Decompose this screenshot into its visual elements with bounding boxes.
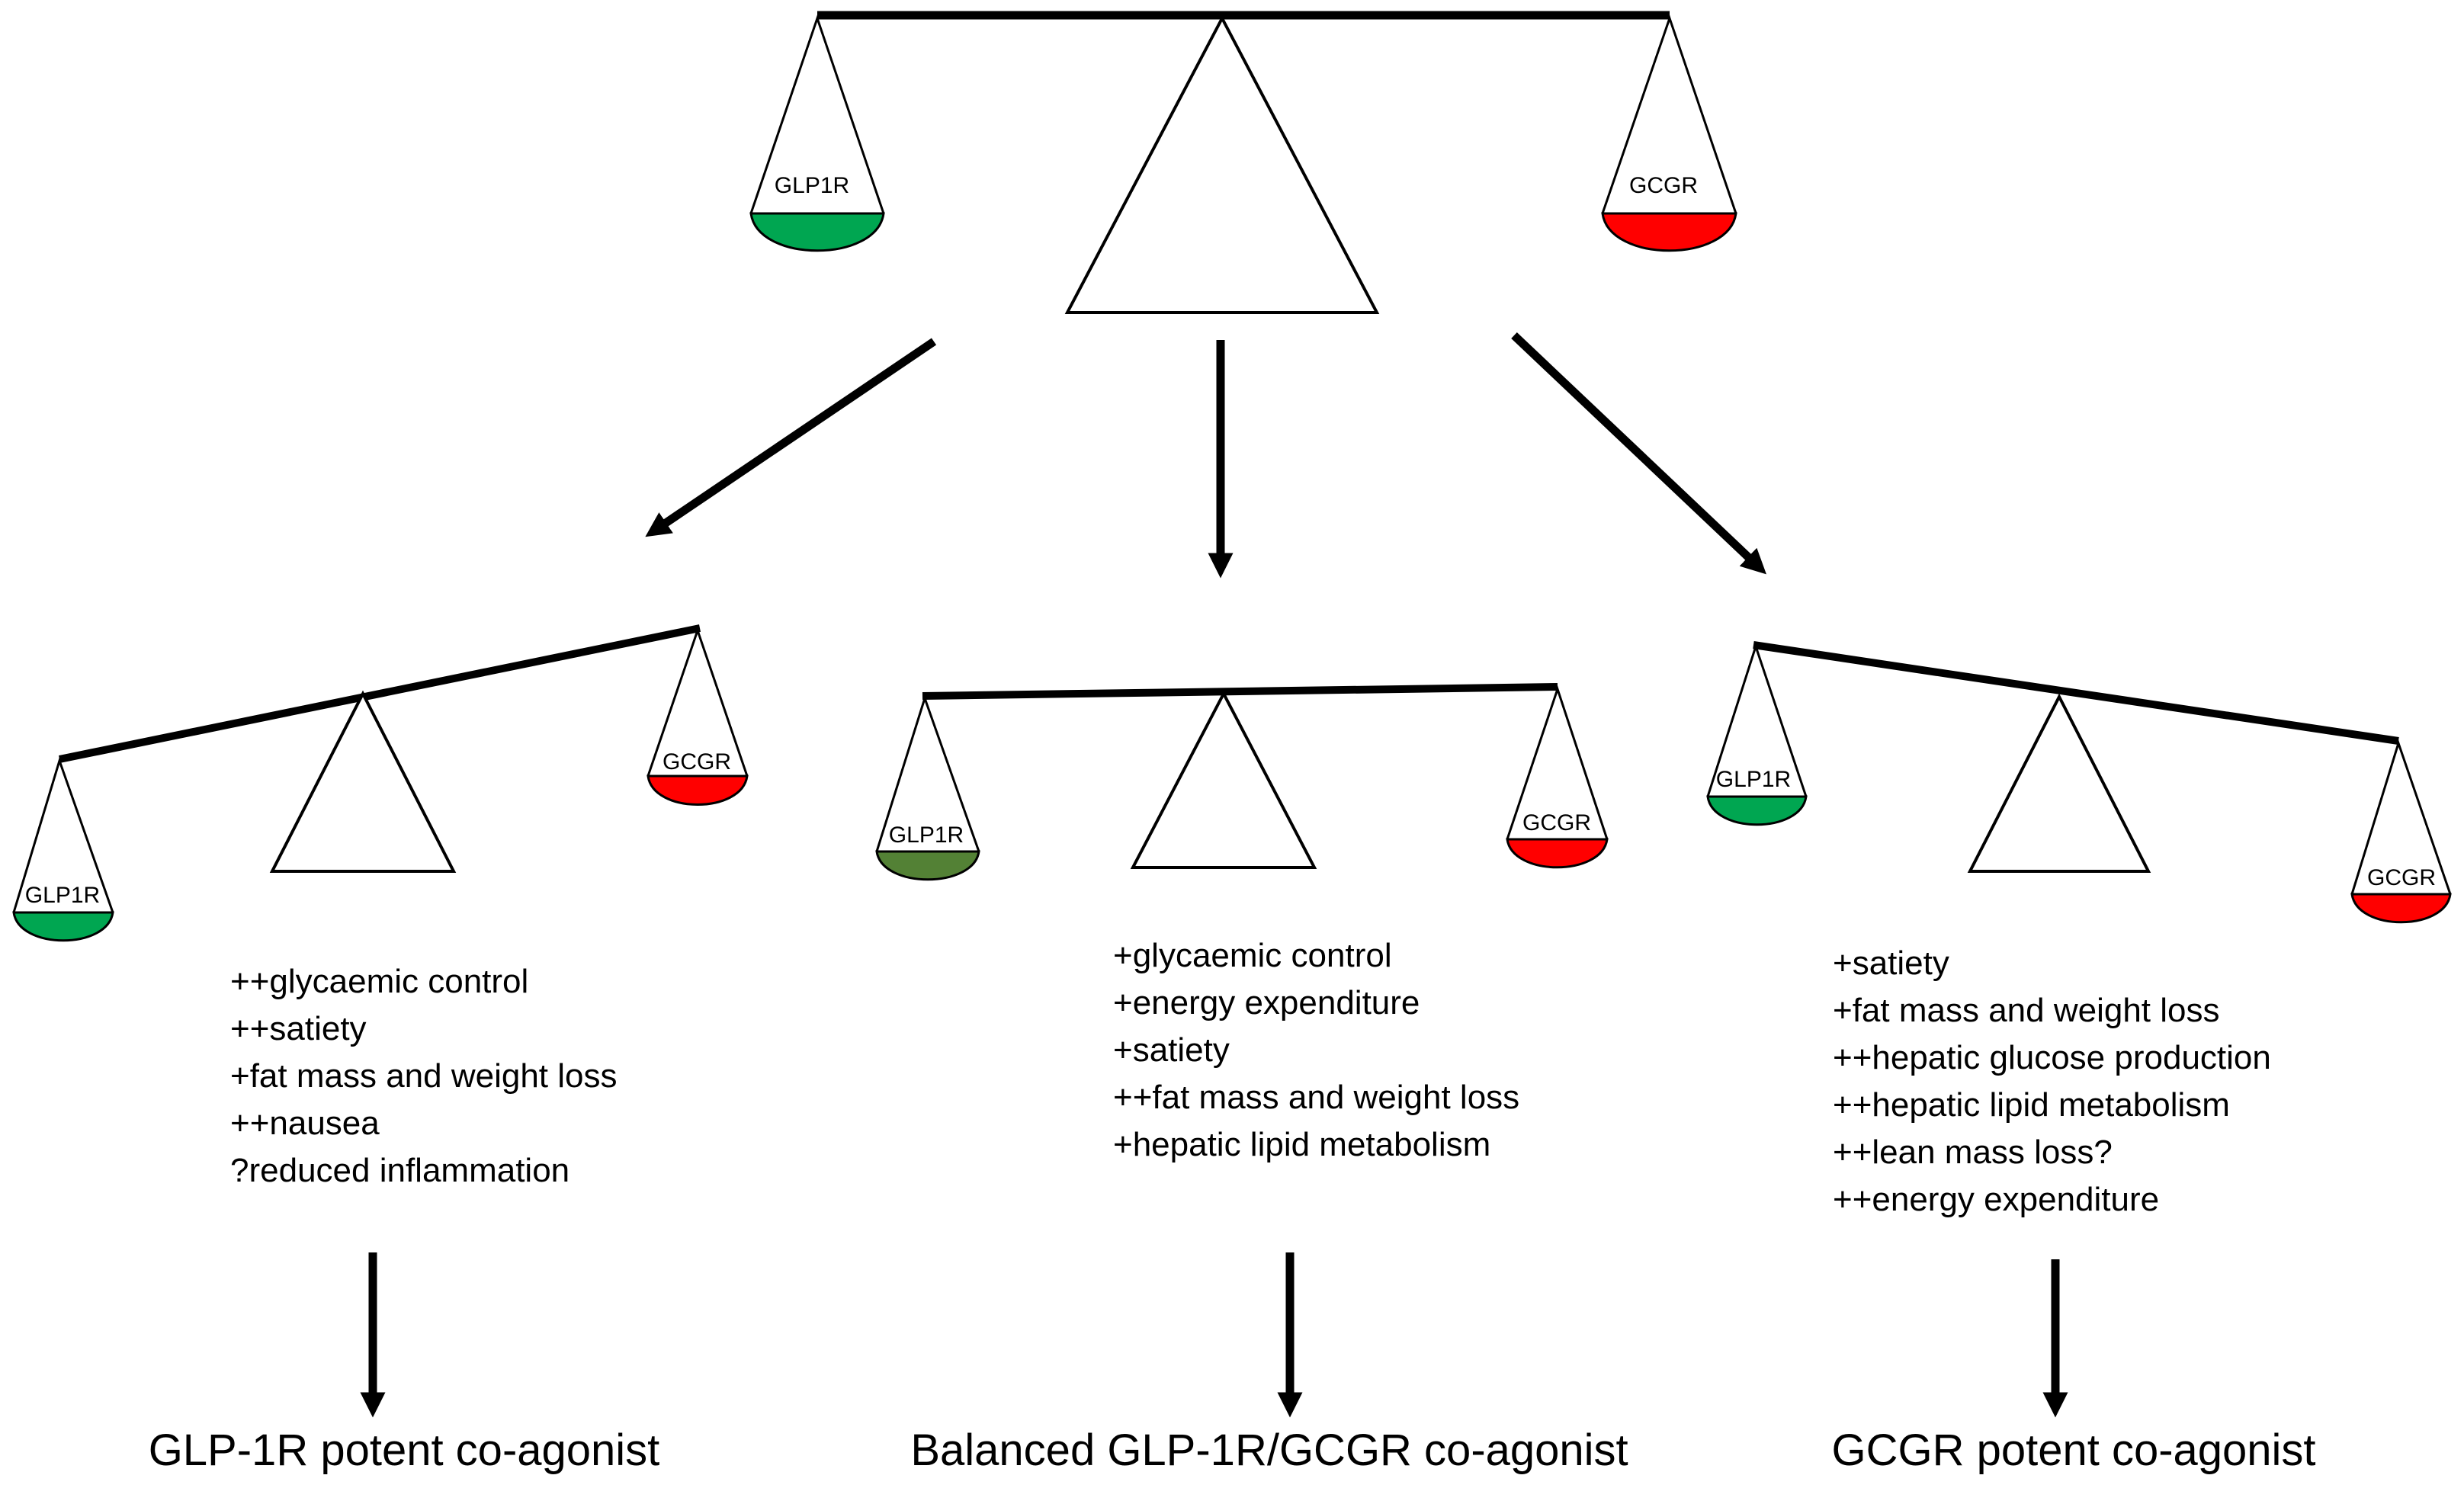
scale-2-glp1r-bowl [875, 850, 980, 881]
top-scale-fulcrum [1064, 14, 1380, 314]
scale-1-glp1r-bowl [12, 911, 114, 942]
scale-2-glp1r-label: GLP1R [889, 823, 964, 848]
top-scale-gcgr-pan: GCGR [1601, 14, 1737, 252]
scale-2-gcgr-bowl [1506, 838, 1609, 869]
scale-1-effect: +fat mass and weight loss [230, 1057, 617, 1095]
top-gcgr-bowl [1601, 212, 1737, 252]
scale-3-effect: +satiety [1833, 944, 1949, 982]
scale-3-glp1r-bowl [1706, 795, 1808, 826]
arrow-to-gcgr-potent [1511, 332, 1766, 575]
scale-2-effect: +glycaemic control [1113, 937, 1392, 974]
scale-2-effect: ++fat mass and weight loss [1113, 1079, 1519, 1116]
scale-2-effect: +hepatic lipid metabolism [1113, 1126, 1490, 1163]
top-scale: GLP1R GCGR [749, 11, 1737, 314]
scale-1-gcgr-label: GCGR [663, 749, 731, 774]
branch-arrows [645, 332, 1766, 579]
scale-3-outcome: GCGR potent co-agonist [1831, 1425, 2315, 1475]
top-scale-glp1r-pan: GLP1R [749, 14, 885, 252]
scale-1-glp1r-pan: GLP1R [12, 757, 114, 942]
scale-3-beam [1753, 641, 2399, 745]
scale-1-effect: ?reduced inflammation [230, 1152, 569, 1189]
scale-1-gcgr-bowl [646, 774, 749, 806]
scale-2-glp1r-pan: GLP1R [875, 694, 980, 881]
scale-3-effect: ++energy expenditure [1833, 1181, 2159, 1218]
scale-2-beam [922, 683, 1558, 700]
scale-3-effect: +fat mass and weight loss [1833, 992, 2219, 1029]
top-glp1r-label: GLP1R [775, 173, 849, 198]
scale-3-effect: ++lean mass loss? [1833, 1134, 2113, 1171]
scale-2-fulcrum [1130, 690, 1317, 869]
scale-3-gcgr-bowl [2350, 893, 2452, 924]
scale-3-gcgr-pan: GCGR [2350, 739, 2452, 924]
scale-balanced: GLP1R GCGR +glycaemic control +energy ex… [875, 683, 1628, 1475]
scale-glp1r-potent: GLP1R GCGR ++glycaemic control ++satiety… [12, 624, 749, 1475]
scale-3-effect: ++hepatic lipid metabolism [1833, 1086, 2230, 1124]
scale-3-glp1r-label: GLP1R [1716, 767, 1791, 792]
scale-3-fulcrum [1967, 693, 2151, 873]
scale-2-gcgr-label: GCGR [1522, 810, 1591, 835]
top-glp1r-bowl [749, 212, 885, 252]
scale-1-fulcrum [269, 690, 457, 873]
scale-gcgr-potent: GLP1R GCGR +satiety +fat mass and weight… [1706, 641, 2452, 1475]
top-gcgr-label: GCGR [1629, 173, 1698, 198]
scale-2-effect: +satiety [1113, 1031, 1230, 1069]
scale-1-effect: ++satiety [230, 1010, 367, 1047]
scale-1-outcome: GLP-1R potent co-agonist [149, 1425, 660, 1475]
scale-1-effect: ++glycaemic control [230, 963, 528, 1000]
scale-1-glp1r-label: GLP1R [25, 883, 100, 908]
scale-3-effect: ++hepatic glucose production [1833, 1039, 2271, 1076]
scale-3-glp1r-pan: GLP1R [1706, 643, 1808, 826]
scale-1-effects-list: ++glycaemic control ++satiety +fat mass … [230, 963, 617, 1189]
scale-2-effects-list: +glycaemic control +energy expenditure +… [1113, 937, 1519, 1163]
scale-3-gcgr-label: GCGR [2367, 865, 2436, 890]
scale-2-gcgr-pan: GCGR [1506, 685, 1609, 869]
scale-1-gcgr-pan: GCGR [646, 627, 749, 806]
arrow-to-glp1r-potent [645, 338, 937, 537]
scale-2-effect: +energy expenditure [1113, 984, 1420, 1021]
scale-2-outcome: Balanced GLP-1R/GCGR co-agonist [910, 1425, 1628, 1475]
scale-3-effects-list: +satiety +fat mass and weight loss ++hep… [1833, 944, 2271, 1218]
scale-1-effect: ++nausea [230, 1105, 380, 1142]
scale-1-beam [58, 624, 701, 763]
